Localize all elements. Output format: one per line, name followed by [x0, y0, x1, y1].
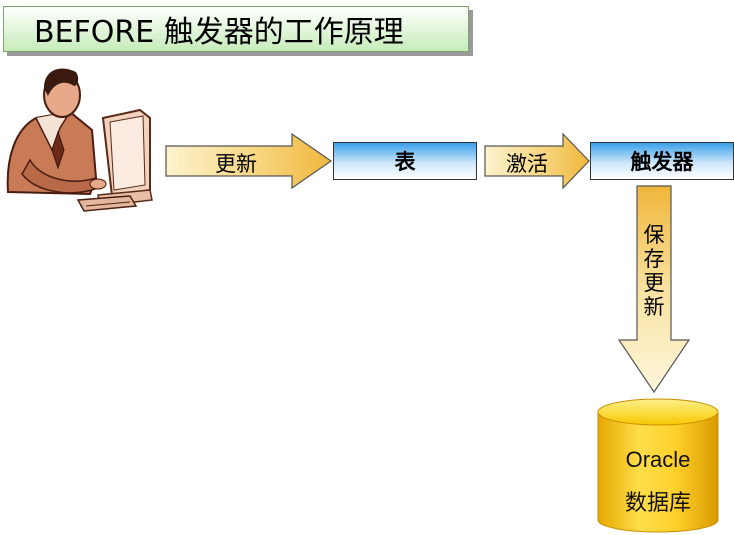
trigger-node: 触发器 [590, 142, 734, 180]
title-box: BEFORE 触发器的工作原理 [3, 6, 469, 52]
slide-title: BEFORE 触发器的工作原理 [34, 15, 404, 50]
save-update-label: 保存更新 [643, 223, 665, 319]
database-label: 数据库 [624, 491, 691, 516]
table-node-label: 表 [394, 150, 416, 174]
update-arrow [165, 132, 333, 190]
trigger-node-label: 触发器 [630, 150, 694, 174]
businessman-icon [6, 68, 153, 212]
save-update-arrow [617, 185, 691, 394]
table-node: 表 [333, 142, 477, 180]
activate-label: 激活 [506, 152, 548, 176]
activate-arrow [484, 132, 590, 190]
database-cylinder-icon [597, 398, 719, 533]
database-name: Oracle [625, 447, 691, 472]
update-label: 更新 [215, 152, 257, 176]
